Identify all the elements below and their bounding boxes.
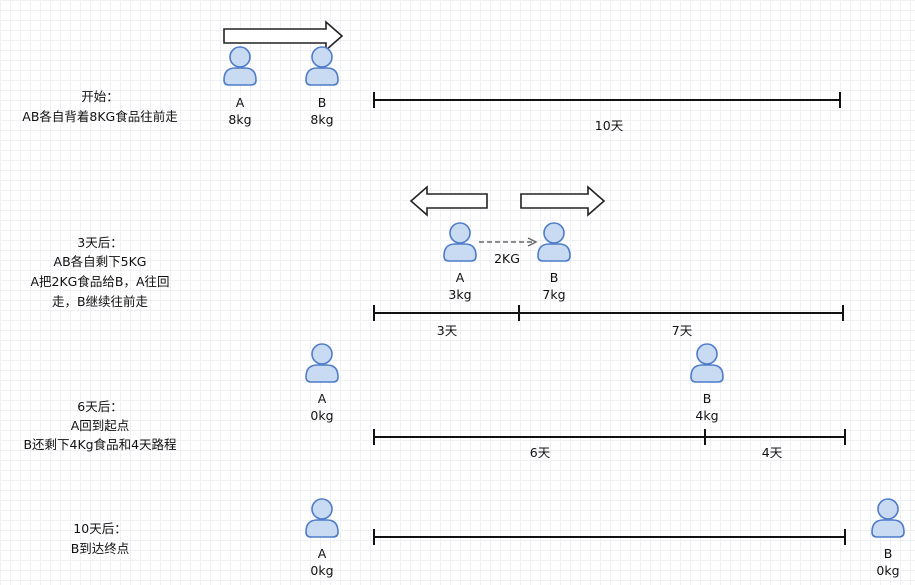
person-a-food: 0kg xyxy=(310,563,333,578)
stage-day6-desc-1: A回到起点 xyxy=(71,418,130,433)
person-b-icon xyxy=(537,222,571,262)
stage-day3-desc-1: AB各自剩下5KG xyxy=(54,254,147,269)
person-b-food: 0kg xyxy=(876,563,899,578)
stage-day10-desc-1: B到达终点 xyxy=(71,541,130,556)
segment-label: 3天 xyxy=(437,323,458,338)
person-b-food: 8kg xyxy=(310,112,333,127)
stage-day6-desc-0: 6天后： xyxy=(77,399,122,414)
person-a-food: 3kg xyxy=(448,287,471,302)
person-a-icon xyxy=(305,343,339,383)
segment-label: 7天 xyxy=(672,323,693,338)
person-b-food: 4kg xyxy=(695,408,718,423)
person-b-icon xyxy=(871,498,905,538)
right-arrow-icon xyxy=(223,20,344,52)
stage-day3-desc-0: 3天后： xyxy=(77,235,122,250)
transfer-arrow-head xyxy=(527,237,538,247)
stage-day6-desc-2: B还剩下4Kg食品和4天路程 xyxy=(23,437,177,452)
stage-day3: 3天后： AB各自剩下5KG A把2KG食品给B，A往回 走，B继续往前走 A … xyxy=(30,185,844,338)
right-arrow-icon xyxy=(520,185,606,217)
person-b-icon xyxy=(305,46,339,86)
stage-day10: 10天后： B到达终点 A 0kg B 0kg xyxy=(71,498,905,578)
person-b-name: B xyxy=(550,270,559,285)
person-a-food: 8kg xyxy=(228,112,251,127)
segment-label: 4天 xyxy=(762,445,783,460)
person-a-food: 0kg xyxy=(310,408,333,423)
person-b-name: B xyxy=(703,391,712,406)
person-a-name: A xyxy=(318,391,327,406)
stage-day3-desc-3: 走，B继续往前走 xyxy=(52,294,149,309)
segment-label: 6天 xyxy=(530,445,551,460)
person-a-name: A xyxy=(236,95,245,110)
person-a-name: A xyxy=(318,546,327,561)
stage-day6: 6天后： A回到起点 B还剩下4Kg食品和4天路程 A 0kg B 4kg 6天… xyxy=(23,343,846,460)
transfer-amount: 2KG xyxy=(494,251,520,266)
person-b-food: 7kg xyxy=(542,287,565,302)
person-a-icon xyxy=(443,222,477,262)
person-a-icon xyxy=(305,498,339,538)
stage-start-desc-0: 开始： xyxy=(81,89,119,104)
person-a-name: A xyxy=(456,270,465,285)
person-a-icon xyxy=(223,46,257,86)
person-b-name: B xyxy=(884,546,893,561)
stage-start-desc-1: AB各自背着8KG食品往前走 xyxy=(22,109,178,124)
person-b-icon xyxy=(690,343,724,383)
stage-start: 开始： AB各自背着8KG食品往前走 A 8kg B 8kg 10天 xyxy=(22,20,841,133)
stage-day3-desc-2: A把2KG食品给B，A往回 xyxy=(30,274,169,289)
person-b-name: B xyxy=(318,95,327,110)
left-arrow-icon xyxy=(409,185,488,217)
segment-label: 10天 xyxy=(595,118,624,133)
stage-day10-desc-0: 10天后： xyxy=(73,521,126,536)
